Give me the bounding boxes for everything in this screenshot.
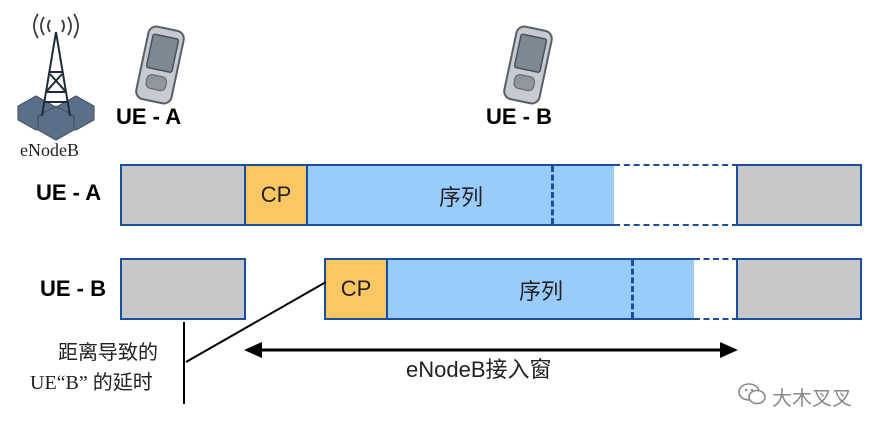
access-window-label: eNodeB接入窗 (406, 357, 552, 382)
ue-b-top-label: UE - B (486, 104, 552, 129)
ue-a-sequence-label: 序列 (438, 185, 483, 210)
ue-b-dashed-divider (631, 260, 634, 318)
ue-b-sequence-label: 序列 (518, 279, 563, 304)
ue-b-empty-slot (694, 258, 738, 320)
phone-icon (135, 25, 185, 105)
phone-icon (503, 25, 553, 105)
ue-b-row-label: UE - B (40, 276, 106, 301)
ue-a-cp-label: CP (260, 182, 292, 207)
ue-a-top-label: UE - A (116, 104, 182, 129)
ue-b-cp-label: CP (340, 276, 372, 301)
wechat-icon (738, 383, 766, 405)
ue-b-sequence: 序列 (386, 258, 696, 320)
delay-label-line1: 距离导致的 (58, 342, 158, 364)
ue-b-guard-right (736, 258, 862, 320)
ue-a-guard-left (120, 164, 246, 226)
delay-label-line2: UE“B” 的延时 (30, 372, 153, 394)
ue-a-guard-right (736, 164, 862, 226)
ue-a-cp: CP (244, 164, 308, 226)
enodeb-label: eNodeB (20, 140, 79, 160)
delay-pointer-line (185, 281, 327, 363)
ue-b-guard-left (120, 258, 246, 320)
watermark-text: 大木叉叉 (772, 388, 852, 410)
ue-a-row-label: UE - A (36, 180, 102, 205)
enodeb-tower-icon (17, 13, 95, 141)
ue-a-dashed-divider (551, 166, 554, 224)
ue-a-empty-slot (614, 164, 738, 226)
window-arrow (244, 342, 738, 358)
ue-a-sequence: 序列 (306, 164, 616, 226)
ue-b-cp: CP (324, 258, 388, 320)
